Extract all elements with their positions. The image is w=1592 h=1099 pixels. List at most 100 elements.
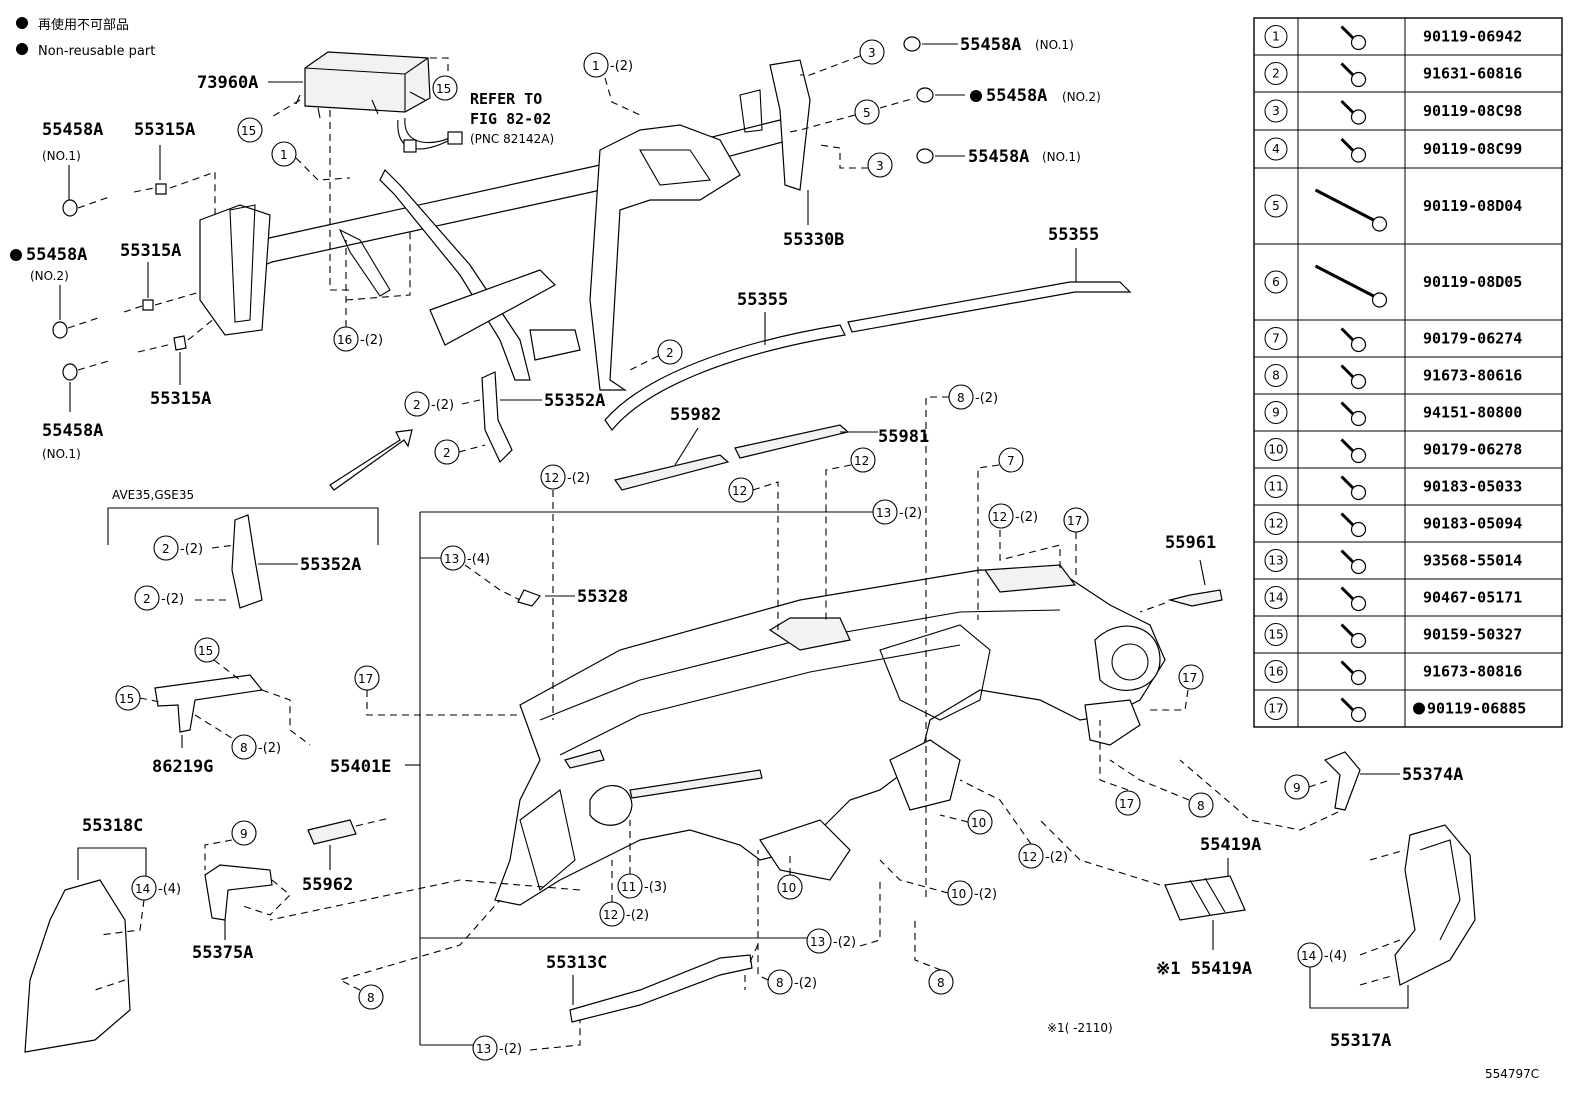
panel-callouts: 13 -(2) 13 -(4) 55328 17 55401E 12 -(2) … xyxy=(269,384,1223,1061)
table-part-number[interactable]: 90179-06278 xyxy=(1423,441,1522,459)
label-55962[interactable]: 55962 xyxy=(302,875,353,895)
refer-line3: (PNC 82142A) xyxy=(470,132,554,146)
svg-text:-(2): -(2) xyxy=(567,471,590,486)
table-row-number: 13 xyxy=(1268,554,1283,568)
svg-text:2: 2 xyxy=(413,398,421,412)
svg-text:12: 12 xyxy=(992,510,1007,524)
label-55458A-r2[interactable]: 55458A xyxy=(986,86,1047,106)
svg-text:-(2): -(2) xyxy=(974,887,997,902)
svg-text:3: 3 xyxy=(868,46,876,60)
svg-text:-(2): -(2) xyxy=(610,59,633,74)
cover-strip-icon xyxy=(604,324,846,431)
svg-text:12: 12 xyxy=(544,471,559,485)
svg-text:15: 15 xyxy=(119,692,134,706)
callout-number-icon xyxy=(1264,194,1288,218)
table-part-number[interactable]: 91673-80816 xyxy=(1423,663,1522,681)
svg-text:-(2): -(2) xyxy=(499,1042,522,1057)
label-55352A-2[interactable]: 55352A xyxy=(300,555,361,575)
callout-number-icon xyxy=(1264,512,1288,535)
svg-text:15: 15 xyxy=(436,82,451,96)
table-part-number[interactable]: 90119-06885 xyxy=(1427,700,1526,718)
table-part-number[interactable]: 90179-06274 xyxy=(1423,330,1522,348)
label-55458A-mid[interactable]: 55458A xyxy=(26,245,87,265)
svg-text:11: 11 xyxy=(621,880,636,894)
svg-text:-(2): -(2) xyxy=(360,333,383,348)
svg-text:-(2): -(2) xyxy=(833,935,856,950)
table-part-number[interactable]: 90119-08C98 xyxy=(1423,102,1522,120)
label-55330B[interactable]: 55330B xyxy=(783,230,844,250)
table-part-number[interactable]: 90183-05033 xyxy=(1423,478,1522,496)
table-part-number[interactable]: 91673-80616 xyxy=(1423,367,1522,385)
svg-text:1: 1 xyxy=(280,148,288,162)
label-55419A-note[interactable]: ※1 55419A xyxy=(1156,959,1252,979)
table-part-number[interactable]: 90119-08C99 xyxy=(1423,140,1522,158)
label-55982[interactable]: 55982 xyxy=(670,405,721,425)
left-bracket-icon xyxy=(199,204,271,336)
label-55458A-r1[interactable]: 55458A xyxy=(960,35,1021,55)
table-row-number: 8 xyxy=(1272,369,1280,383)
table-part-number[interactable]: 90183-05094 xyxy=(1423,515,1522,533)
cover-icon xyxy=(1394,824,1476,986)
table-row-number: 14 xyxy=(1268,591,1283,605)
label-55315A-1[interactable]: 55315A xyxy=(134,120,195,140)
table-row-number: 11 xyxy=(1268,480,1283,494)
refer-line1[interactable]: REFER TO xyxy=(470,90,542,108)
label-55961[interactable]: 55961 xyxy=(1165,533,1216,553)
nonreusable-dot-icon xyxy=(16,17,28,29)
nut-icon xyxy=(916,148,934,164)
ducts: 55982 55981 xyxy=(614,405,929,491)
svg-text:-(2): -(2) xyxy=(431,398,454,413)
table-part-number[interactable]: 94151-80800 xyxy=(1423,404,1522,422)
table-part-number[interactable]: 90159-50327 xyxy=(1423,626,1522,644)
label-55458A-top[interactable]: 55458A xyxy=(42,120,103,140)
refer-line2[interactable]: FIG 82-02 xyxy=(470,110,551,128)
label-55355-mid[interactable]: 55355 xyxy=(737,290,788,310)
table-row: 14 90467-05171 xyxy=(1254,586,1562,617)
callout-number-icon xyxy=(1264,586,1288,609)
brace-icon xyxy=(481,371,513,464)
label-55419A[interactable]: 55419A xyxy=(1200,835,1261,855)
label-55981[interactable]: 55981 xyxy=(878,427,929,447)
label-73960A[interactable]: 73960A xyxy=(197,73,258,93)
label-55328[interactable]: 55328 xyxy=(577,587,628,607)
airbag-assembly: 73960A REFER TO FIG 82-02 (PNC 82142A) xyxy=(197,51,554,153)
label-55317A[interactable]: 55317A xyxy=(1330,1031,1391,1051)
label-55458A-bot[interactable]: 55458A xyxy=(42,421,103,441)
table-part-number[interactable]: 90119-08D05 xyxy=(1423,273,1522,291)
left-nuts: 55458A (NO.1) 55315A 55458A (NO.2) 55315… xyxy=(10,120,216,461)
label-55401E[interactable]: 55401E xyxy=(330,757,391,777)
label-55374A[interactable]: 55374A xyxy=(1402,765,1463,785)
svg-text:14: 14 xyxy=(135,882,150,896)
label-55355-top[interactable]: 55355 xyxy=(1048,225,1099,245)
label-55352A[interactable]: 55352A xyxy=(544,391,605,411)
clip-icon xyxy=(517,589,541,607)
covers-55355: 55355 55355 xyxy=(604,225,1132,431)
table-part-number[interactable]: 93568-55014 xyxy=(1423,552,1522,570)
table-part-number[interactable]: 90119-08D04 xyxy=(1423,197,1522,215)
label-55315A-3[interactable]: 55315A xyxy=(150,389,211,409)
svg-text:2: 2 xyxy=(143,592,151,606)
label-55315A-2[interactable]: 55315A xyxy=(120,241,181,261)
model-note: AVE35,GSE35 xyxy=(112,488,194,502)
left-vent-icon xyxy=(589,785,633,826)
label-55458A-r3[interactable]: 55458A xyxy=(968,147,1029,167)
reinforcement-beam xyxy=(199,59,811,391)
nonreusable-dot-icon xyxy=(1413,702,1425,715)
svg-text:16: 16 xyxy=(337,333,352,347)
table-part-number[interactable]: 90119-06942 xyxy=(1423,28,1522,46)
label-55318C[interactable]: 55318C xyxy=(82,816,143,836)
table-part-number[interactable]: 91631-60816 xyxy=(1423,65,1522,83)
dashboard-panel-icon xyxy=(494,569,1166,906)
label-55458A-top-sub: (NO.1) xyxy=(42,149,81,163)
label-55458A-mid-sub: (NO.2) xyxy=(30,269,69,283)
label-55313C[interactable]: 55313C xyxy=(546,953,607,973)
table-part-number[interactable]: 90467-05171 xyxy=(1423,589,1522,607)
label-86219G[interactable]: 86219G xyxy=(152,757,213,777)
svg-text:9: 9 xyxy=(240,827,248,841)
svg-text:10: 10 xyxy=(951,887,966,901)
svg-text:-(2): -(2) xyxy=(180,542,203,557)
bracket-55374A: 9 55374A xyxy=(1179,751,1463,831)
label-55375A[interactable]: 55375A xyxy=(192,943,253,963)
table-row-number: 10 xyxy=(1268,443,1283,457)
